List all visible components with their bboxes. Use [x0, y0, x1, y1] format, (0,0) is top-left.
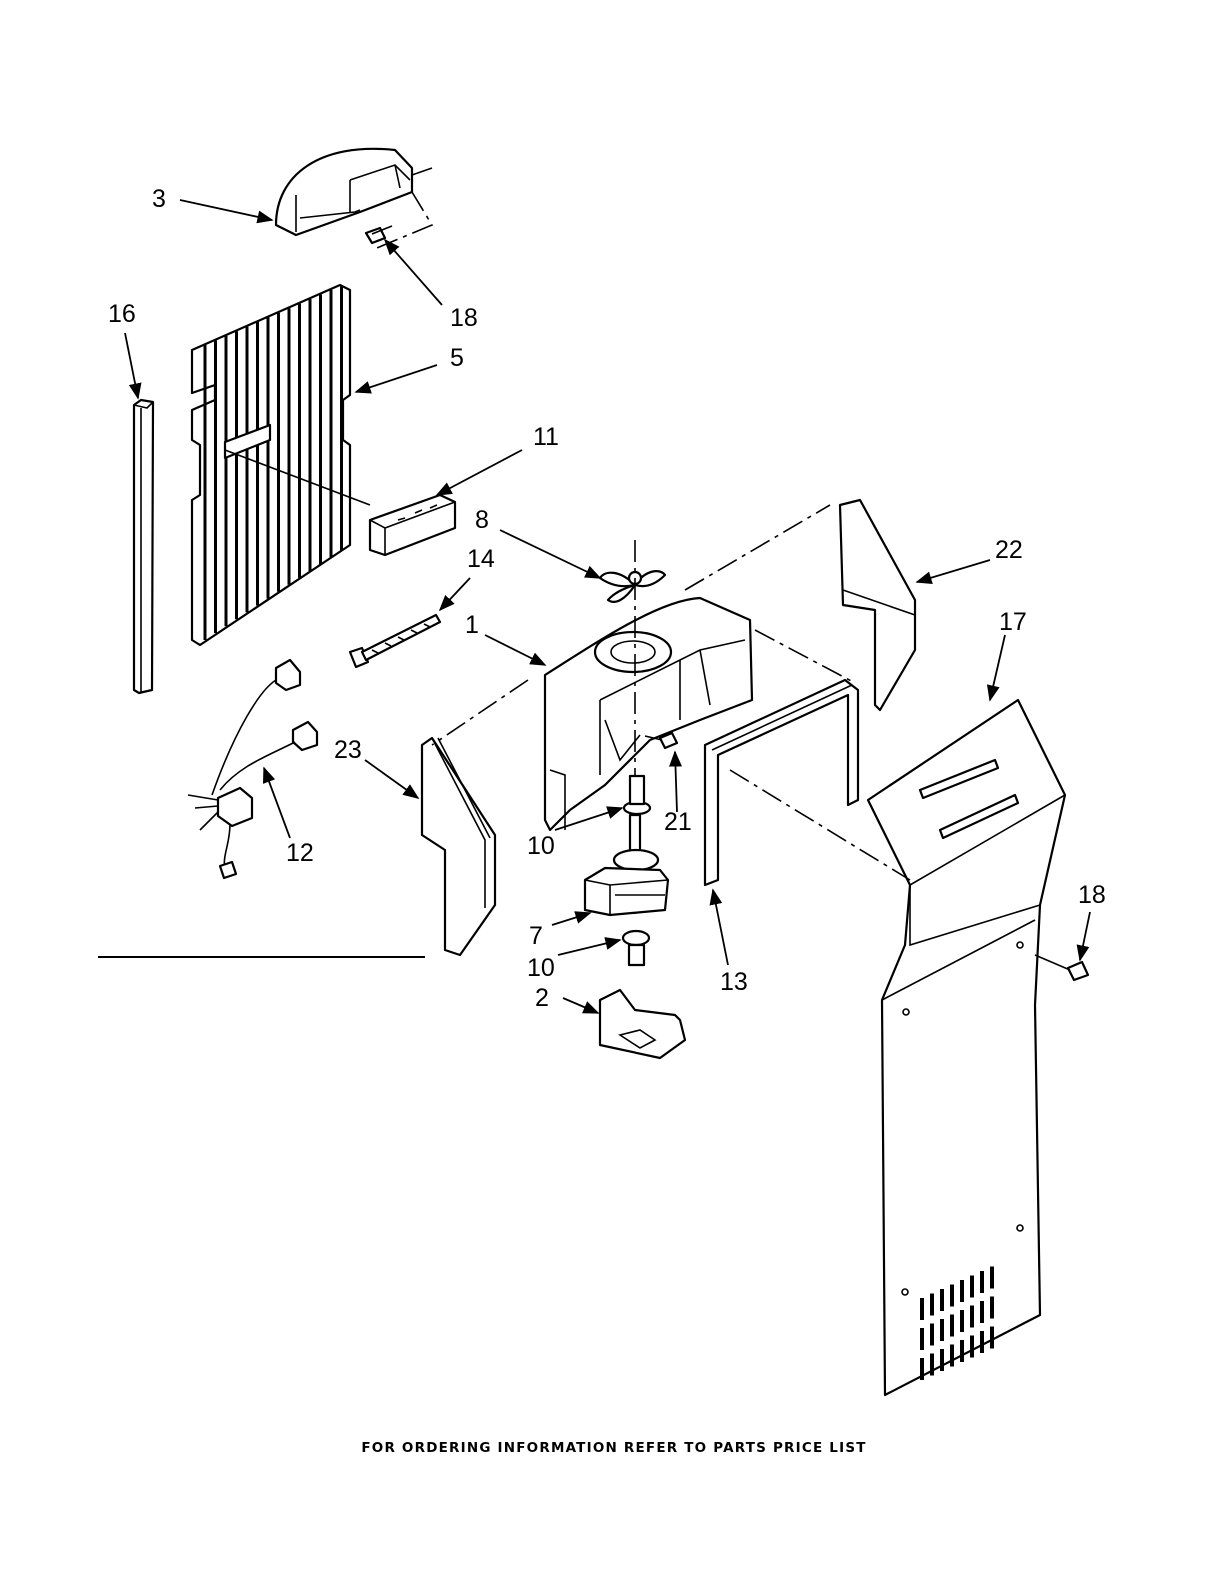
callout-2: 2: [535, 984, 549, 1012]
vent-slot: [980, 1301, 984, 1323]
vent-slot: [970, 1336, 974, 1358]
vent-slot: [980, 1331, 984, 1353]
part-11-bracket: [370, 495, 455, 555]
vent-slot: [920, 1358, 924, 1380]
vent-slot: [940, 1289, 944, 1311]
ordering-note: FOR ORDERING INFORMATION REFER TO PARTS …: [361, 1440, 866, 1456]
callout-11: 11: [533, 423, 559, 451]
callout-14: 14: [467, 545, 495, 573]
callout-7: 7: [529, 922, 543, 950]
callout-13: 13: [720, 968, 748, 996]
part-18-screw-top: [366, 226, 392, 243]
callout-21: 21: [664, 808, 692, 836]
callout-18-top: 18: [450, 304, 478, 332]
vent-slot: [940, 1319, 944, 1341]
part-14-cable-tie: [350, 615, 440, 667]
vent-slot: [960, 1340, 964, 1362]
callout-16: 16: [108, 300, 136, 328]
vent-slot: [990, 1297, 994, 1319]
vent-slot: [970, 1306, 974, 1328]
part-2-motor-bracket: [600, 990, 685, 1058]
callout-5: 5: [450, 344, 464, 372]
vent-slot: [920, 1328, 924, 1350]
part-22-baffle: [840, 500, 915, 710]
callout-10-upper: 10: [527, 832, 555, 860]
vent-slot: [930, 1354, 934, 1376]
part-3-duct-cover: [276, 149, 432, 250]
vent-slot: [940, 1349, 944, 1371]
part-10-grommet-upper: [624, 776, 650, 814]
vent-slot: [950, 1345, 954, 1367]
callout-17: 17: [999, 608, 1027, 636]
callout-22: 22: [995, 536, 1023, 564]
part-10-grommet-lower: [623, 931, 649, 965]
part-5-evaporator-grid: [192, 285, 370, 645]
part-7-fan-motor: [585, 815, 668, 915]
part-13-u-gasket: [705, 680, 858, 885]
callout-23: 23: [334, 736, 362, 764]
part-16-gasket-strip: [134, 400, 153, 693]
part-23-baffle: [422, 738, 495, 955]
callout-1: 1: [465, 611, 479, 639]
vent-slot: [990, 1327, 994, 1349]
vent-slot: [930, 1294, 934, 1316]
callout-10-lower: 10: [527, 954, 555, 982]
vent-slot: [950, 1315, 954, 1337]
callout-18-right: 18: [1078, 881, 1106, 909]
vent-slot: [990, 1267, 994, 1289]
vent-slot: [980, 1271, 984, 1293]
callout-8: 8: [475, 506, 489, 534]
part-17-rear-panel: [868, 700, 1065, 1395]
vent-slot: [930, 1324, 934, 1346]
part-1-fan-housing: [545, 598, 752, 830]
vent-slot: [960, 1280, 964, 1302]
vent-slot: [970, 1276, 974, 1298]
vent-slot: [960, 1310, 964, 1332]
callout-12: 12: [286, 839, 314, 867]
vent-slot: [920, 1298, 924, 1320]
callout-3: 3: [152, 185, 166, 213]
vent-slot: [950, 1285, 954, 1307]
